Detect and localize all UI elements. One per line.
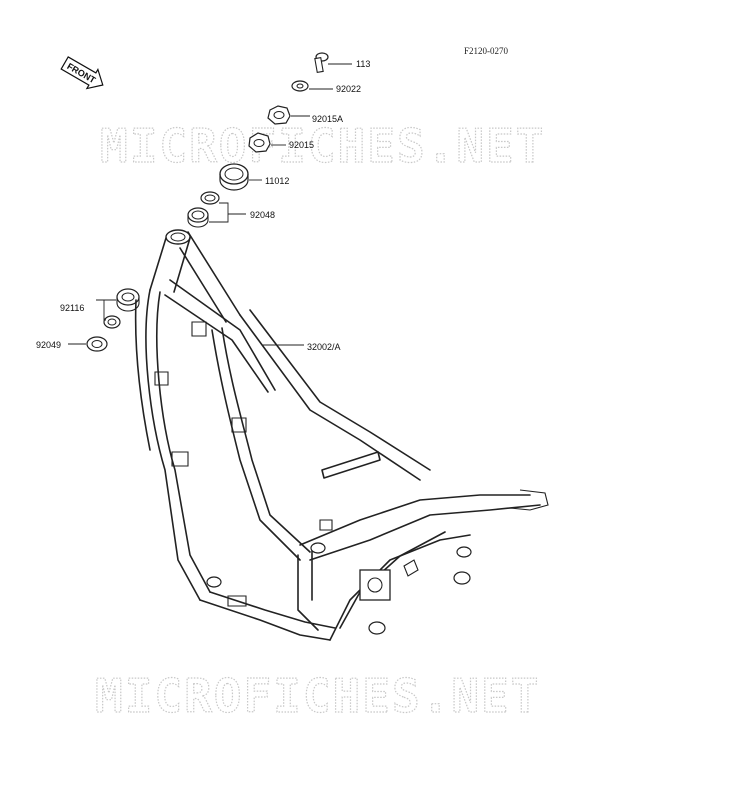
callout-92015A: 92015A: [312, 114, 343, 124]
callout-92022: 92022: [336, 84, 361, 94]
bolt-113-icon: [314, 52, 329, 74]
leader-92048: [209, 202, 246, 223]
callout-32002A: 32002/A: [307, 342, 341, 352]
nut-92015A-icon: [267, 105, 291, 125]
motorcycle-frame-icon: [134, 229, 549, 641]
callout-92015: 92015: [289, 140, 314, 150]
nut-92015-icon: [248, 132, 271, 153]
callout-92116: 92116: [60, 303, 84, 313]
watermark-top: MICROFICHES.NET: [100, 119, 545, 173]
front-arrow-icon: FRONT: [60, 56, 104, 90]
bearing-race-92048-lower-icon: [187, 207, 209, 228]
bearing-race-92048-upper-icon: [200, 191, 220, 205]
seal-92049-icon: [86, 336, 108, 352]
watermark-bottom: MICROFICHES.NET: [95, 669, 540, 723]
callout-92048: 92048: [250, 210, 275, 220]
seal-11012-icon: [219, 163, 249, 191]
leader-92116: [96, 299, 116, 321]
callout-113: 113: [356, 59, 370, 69]
figure-code: F2120-0270: [464, 46, 509, 56]
callout-92049: 92049: [36, 340, 61, 350]
callout-11012: 11012: [265, 176, 289, 186]
bearing-92116-icon: [103, 288, 140, 329]
washer-92022-icon: [291, 80, 309, 92]
